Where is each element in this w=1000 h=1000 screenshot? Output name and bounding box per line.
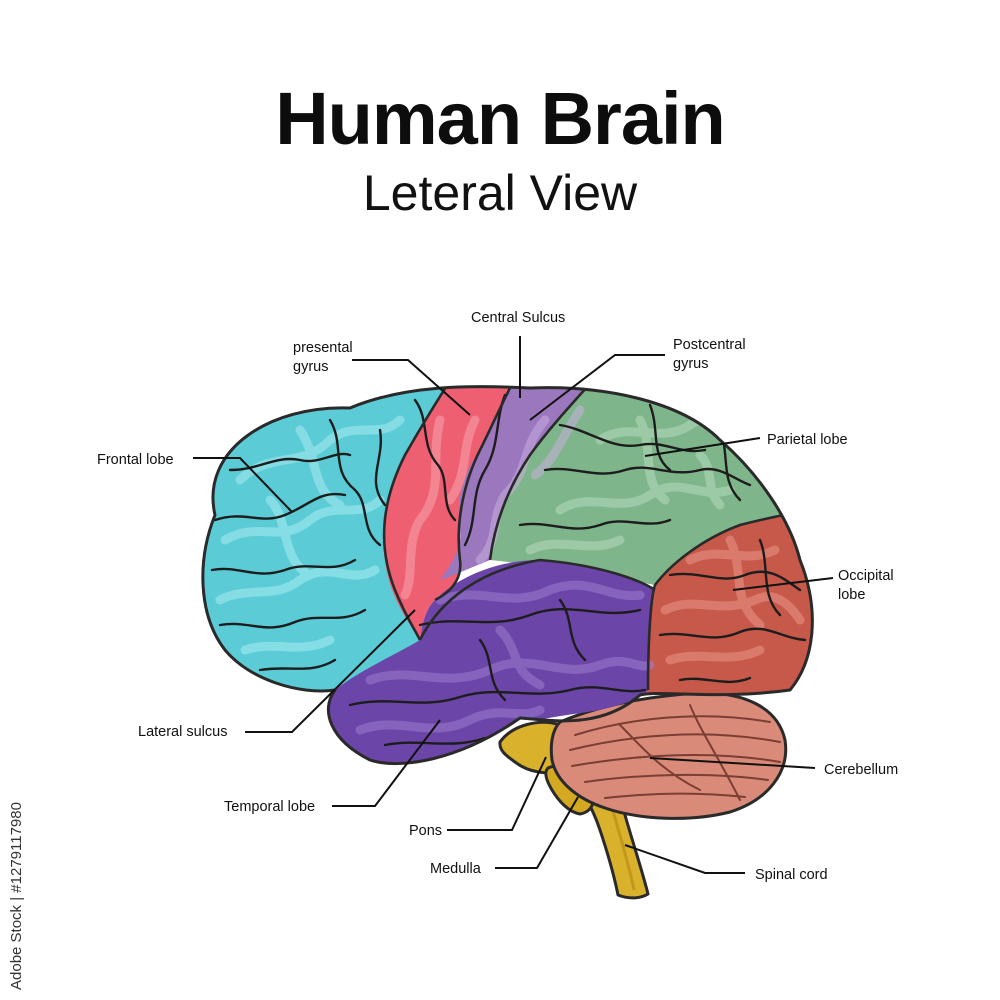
gyri-highlights <box>215 405 805 735</box>
leader-pons <box>447 756 547 831</box>
label-lateral-sulcus: Lateral sulcus <box>138 724 227 740</box>
label-temporal-lobe: Temporal lobe <box>224 799 315 815</box>
leader-cerebellum <box>649 757 816 769</box>
leader-lines <box>193 336 834 874</box>
leader-temporal-lobe <box>332 719 441 807</box>
label-parietal-lobe: Parietal lobe <box>767 432 848 448</box>
label-occipital-line1: Occipital <box>838 568 894 584</box>
cerebellum <box>549 691 788 820</box>
leader-medulla <box>495 796 579 869</box>
leader-presental-gyrus <box>352 359 471 416</box>
diagram-subtitle: Leteral View <box>362 165 638 221</box>
label-medulla: Medulla <box>430 861 482 877</box>
leader-occipital-lobe <box>732 577 834 591</box>
leader-spinal-cord <box>624 844 745 874</box>
leader-parietal-lobe <box>644 437 761 457</box>
diagram-title: Human Brain <box>275 77 726 160</box>
side-id-text: Adobe Stock | #1279117980 <box>8 802 25 990</box>
label-presental-line2: gyrus <box>293 359 328 375</box>
leader-postcentral-gyrus <box>529 354 665 421</box>
label-spinal-cord: Spinal cord <box>755 867 828 883</box>
postcentral-gyrus-region <box>440 386 620 580</box>
brain-outline <box>201 385 814 766</box>
leader-lateral-sulcus <box>245 609 416 733</box>
label-frontal-lobe: Frontal lobe <box>97 452 174 468</box>
label-postcentral-line2: gyrus <box>673 356 708 372</box>
label-postcentral-line1: Postcentral <box>673 337 746 353</box>
label-cerebellum: Cerebellum <box>824 762 898 778</box>
temporal-lobe-region <box>328 560 655 764</box>
cerebellum-folia <box>569 704 781 801</box>
region-boundaries <box>382 386 813 691</box>
label-pons: Pons <box>409 823 442 839</box>
sulci-grooves <box>210 393 807 747</box>
label-occipital-line2: lobe <box>838 587 865 603</box>
label-central-sulcus: Central Sulcus <box>471 310 565 326</box>
label-presental-line1: presental <box>293 340 353 356</box>
leader-frontal-lobe <box>193 457 293 513</box>
